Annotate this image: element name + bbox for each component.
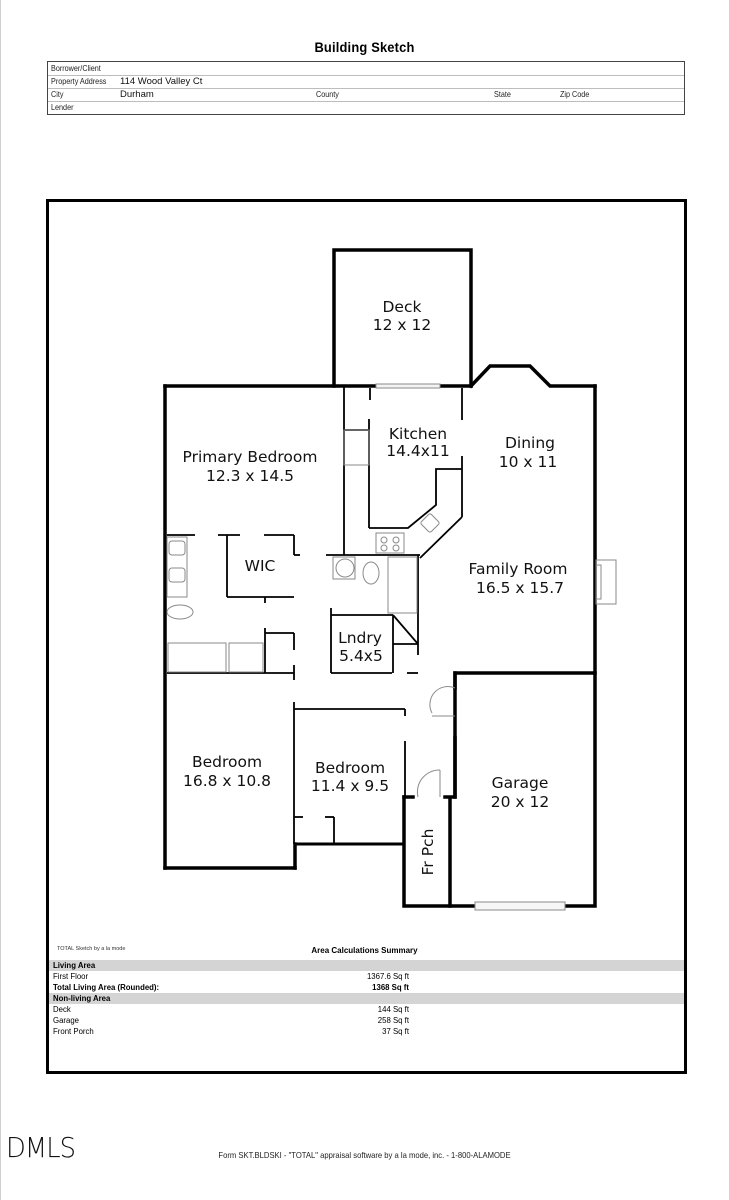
- nonliving-area-header: Non-living Area: [49, 993, 684, 1004]
- city-label: City: [51, 89, 64, 99]
- table-row: Garage 258 Sq ft: [49, 1015, 684, 1026]
- row-name: First Floor: [53, 972, 89, 981]
- borrower-row: Borrower/Client: [48, 62, 684, 76]
- city-value: Durham: [120, 89, 154, 100]
- room-bedroom-2-name: Bedroom: [315, 759, 385, 777]
- room-laundry-name: Lndry: [338, 629, 382, 647]
- living-area-label: Living Area: [53, 961, 96, 970]
- dmls-logo: DMLS: [6, 1131, 76, 1164]
- zip-label: Zip Code: [560, 89, 590, 99]
- room-family-dims: 16.5 x 15.7: [476, 579, 564, 597]
- room-dining-dims: 10 x 11: [499, 453, 557, 471]
- area-summary-title: Area Calculations Summary: [311, 946, 418, 955]
- room-dining-name: Dining: [505, 434, 555, 452]
- area-calculations-table: Living Area First Floor 1367.6 Sq ft Tot…: [49, 960, 684, 1037]
- address-label: Property Address: [51, 76, 107, 86]
- city-row: City Durham County State Zip Code: [48, 88, 684, 102]
- row-value: 1367.6 Sq ft: [366, 972, 409, 981]
- living-area-header: Living Area: [49, 960, 684, 971]
- room-bedroom-1-name: Bedroom: [192, 753, 262, 771]
- row-value: 258 Sq ft: [377, 1016, 409, 1025]
- county-label: County: [316, 89, 339, 99]
- sketch-credit: TOTAL Sketch by a la mode: [57, 946, 126, 952]
- property-info-box: Borrower/Client Property Address 114 Woo…: [47, 61, 685, 115]
- room-deck-name: Deck: [383, 298, 422, 316]
- room-family-name: Family Room: [469, 560, 568, 578]
- table-row: Front Porch 37 Sq ft: [49, 1026, 684, 1037]
- room-kitchen-name: Kitchen: [389, 425, 447, 443]
- room-deck-dims: 12 x 12: [373, 316, 431, 334]
- lender-row: Lender: [48, 101, 684, 114]
- address-row: Property Address 114 Wood Valley Ct: [48, 75, 684, 89]
- total-living-row: Total Living Area (Rounded): 1368 Sq ft: [49, 982, 684, 993]
- table-row: Deck 144 Sq ft: [49, 1004, 684, 1015]
- row-name: Front Porch: [53, 1027, 94, 1036]
- address-value: 114 Wood Valley Ct: [120, 76, 203, 87]
- room-kitchen-dims: 14.4x11: [386, 442, 449, 460]
- row-name: Deck: [53, 1005, 71, 1014]
- state-label: State: [494, 89, 511, 99]
- row-name: Garage: [53, 1016, 80, 1025]
- lender-label: Lender: [51, 102, 74, 112]
- table-row: First Floor 1367.6 Sq ft: [49, 971, 684, 982]
- room-garage-dims: 20 x 12: [491, 793, 549, 811]
- room-wic-name: WIC: [245, 557, 276, 575]
- row-value: 1368 Sq ft: [372, 983, 409, 992]
- sketch-frame: [46, 199, 687, 1074]
- row-value: 37 Sq ft: [382, 1027, 409, 1036]
- row-value: 144 Sq ft: [377, 1005, 409, 1014]
- room-bedroom-2-dims: 11.4 x 9.5: [311, 777, 389, 795]
- borrower-label: Borrower/Client: [51, 63, 101, 73]
- page-edge: [0, 0, 1, 1200]
- room-primary-bedroom-name: Primary Bedroom: [183, 448, 318, 466]
- room-laundry-dims: 5.4x5: [339, 647, 383, 665]
- room-front-porch-name: Fr Pch: [419, 829, 437, 876]
- nonliving-area-label: Non-living Area: [53, 994, 111, 1003]
- room-primary-bedroom-dims: 12.3 x 14.5: [206, 467, 294, 485]
- page-title: Building Sketch: [314, 39, 415, 55]
- room-garage-name: Garage: [492, 774, 549, 792]
- room-bedroom-1-dims: 16.8 x 10.8: [183, 772, 271, 790]
- row-name: Total Living Area (Rounded):: [53, 983, 160, 992]
- form-footer: Form SKT.BLDSKI - "TOTAL" appraisal soft…: [218, 1150, 511, 1160]
